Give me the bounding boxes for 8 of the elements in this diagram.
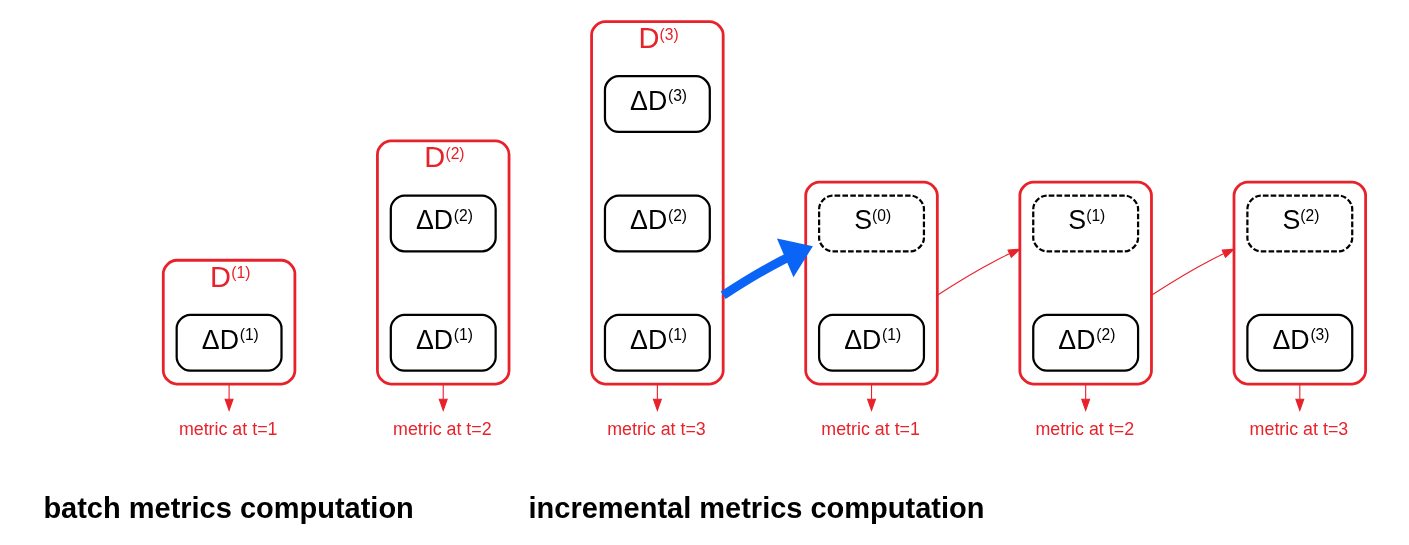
- node-text: metric at t=2: [393, 419, 492, 440]
- node-text: metric at t=3: [607, 419, 706, 440]
- node-text: metric at t=1: [821, 419, 920, 440]
- label: incremental metrics computation: [528, 491, 985, 524]
- node-text: metric at t=1: [178, 419, 278, 440]
- node-text: metric at t=3: [1249, 419, 1349, 440]
- node-text: metric at t=2: [1035, 419, 1135, 440]
- label: batch metrics computation: [43, 491, 414, 524]
